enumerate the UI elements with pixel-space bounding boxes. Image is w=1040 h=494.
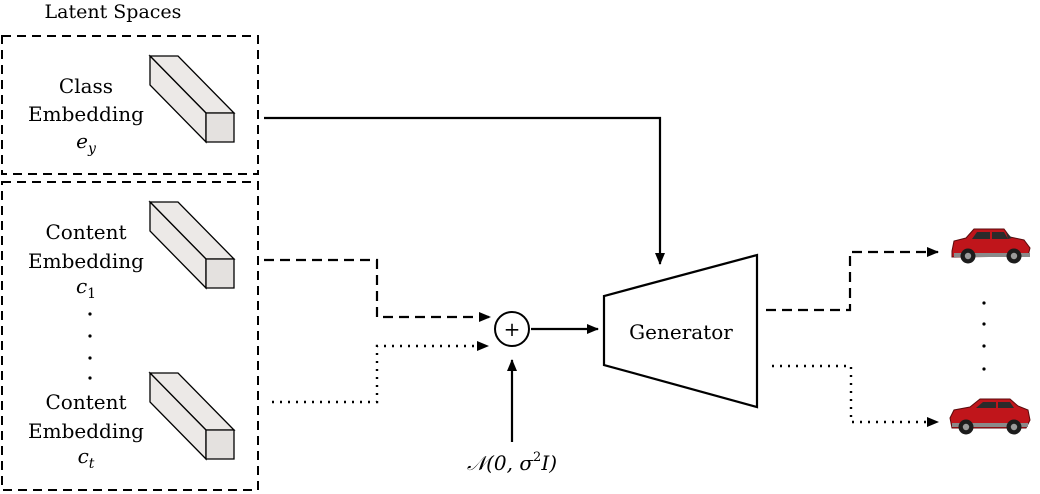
- content-t-to-sum-arrow: [272, 341, 489, 404]
- class-latent-box: [1, 35, 259, 175]
- content-embedding-1-line2: Embedding: [28, 249, 144, 273]
- content-latent-box: [1, 181, 259, 491]
- sum-symbol: +: [504, 317, 521, 341]
- car-output-bottom: [949, 398, 1031, 435]
- content-embedding-1-line1: Content: [45, 220, 126, 244]
- content-ellipsis-dots: [88, 312, 92, 380]
- content-embedding-t-line2: Embedding: [28, 419, 144, 443]
- content-embedding-t-prism: [148, 371, 236, 461]
- content-embedding-t-line1: Content: [45, 390, 126, 414]
- output-ellipsis-dots: [982, 301, 986, 371]
- car-output-top: [951, 228, 1031, 264]
- class-embedding-var: ey: [76, 129, 97, 157]
- noise-label: 𝒩(0, σ2I): [467, 450, 557, 475]
- class-embedding-line1: Class: [59, 74, 113, 98]
- generator-to-output-bottom-arrow: [772, 364, 939, 427]
- generator-block: [602, 253, 759, 409]
- generator-to-output-top-arrow: [766, 247, 939, 312]
- content-embedding-t-var: ct: [78, 444, 95, 472]
- class-embedding-prism: [148, 54, 236, 144]
- class-embedding-line2: Embedding: [28, 102, 144, 126]
- content-embedding-1-var: c1: [76, 274, 96, 302]
- latent-spaces-title: Latent Spaces: [45, 1, 182, 23]
- sum-node: [494, 311, 530, 347]
- generator-label: Generator: [629, 320, 733, 344]
- content-embedding-1-prism: [148, 200, 236, 290]
- content-1-to-sum-arrow: [264, 258, 491, 322]
- class-to-generator-arrow: [264, 116, 665, 265]
